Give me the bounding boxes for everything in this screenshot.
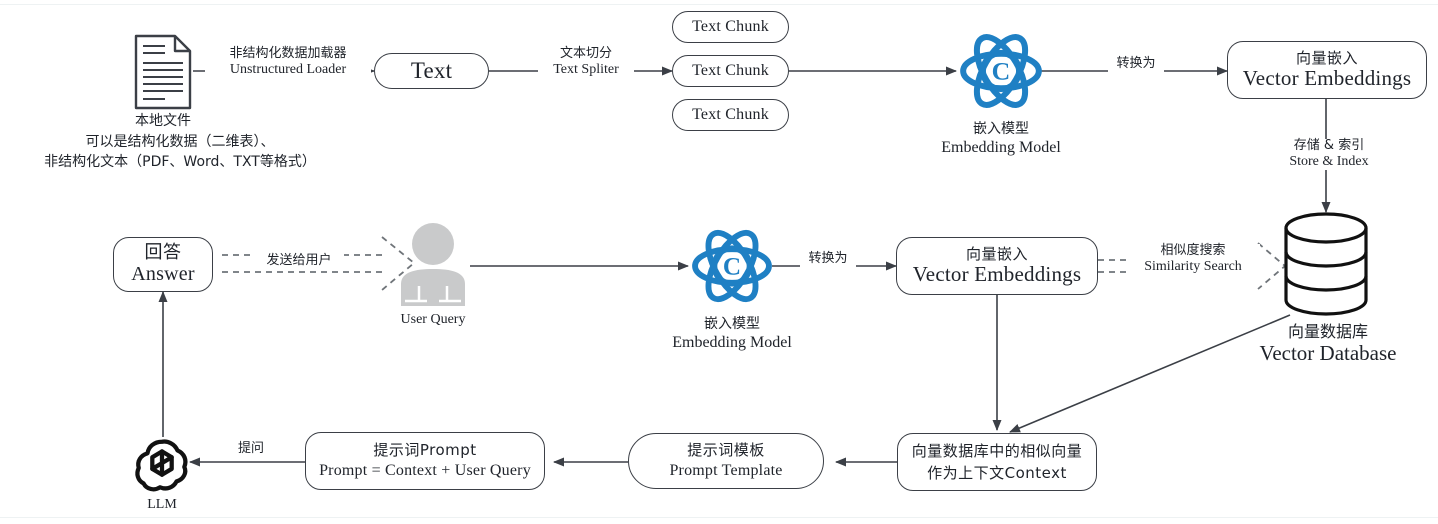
bottom-edge-divider [0,517,1438,518]
answer-node-en: Answer [131,263,195,286]
local-file-description: 可以是结构化数据（二维表）、 非结构化文本（PDF、Word、TXT等格式） [0,132,360,173]
edge-label-convert-bottom-cn: 转换为 [808,251,848,266]
openai-llm-icon [131,434,193,496]
embedding-model-top-caption-cn: 嵌入模型 [973,121,1029,137]
embedding-model-top-caption: 嵌入模型 Embedding Model [913,121,1089,157]
answer-node-cn: 回答 [144,242,182,264]
user-icon [395,222,471,306]
similar-vectors-line2: 作为上下文Context [927,463,1067,482]
edge-label-send-to-user: 发送给用户 [254,253,344,269]
atom-embedding-icon-bottom: C [690,224,774,308]
text-chunk-1-label: Text Chunk [692,18,769,36]
edge-label-ask-cn: 提问 [237,441,264,456]
edge-label-store-index-cn: 存储 & 索引 [1293,138,1365,153]
edge-label-similarity-search: 相似度搜索 Similarity Search [1126,243,1260,276]
svg-text:C: C [992,57,1011,86]
edge-label-send-to-user-cn: 发送给用户 [266,253,332,268]
prompt-template-node[interactable]: 提示词模板 Prompt Template [628,433,824,489]
prompt-node-formula: Prompt = Context + User Query [319,462,531,480]
embedding-model-bottom-caption-cn: 嵌入模型 [704,316,760,332]
text-chunk-2[interactable]: Text Chunk [672,55,789,87]
vector-embeddings-top-cn: 向量嵌入 [1295,48,1358,67]
similar-vectors-line1: 向量数据库中的相似向量 [911,441,1083,460]
edge-label-text-splitter-cn: 文本切分 [559,46,612,61]
edge-label-store-index: 存储 & 索引 Store & Index [1276,138,1382,171]
vector-embeddings-bottom[interactable]: 向量嵌入 Vector Embeddings [896,237,1098,295]
edge-label-unstructured-loader: 非结构化数据加载器 Unstructured Loader [205,46,371,79]
edge-label-unstructured-loader-en: Unstructured Loader [229,61,347,77]
vector-embeddings-top-en: Vector Embeddings [1242,65,1412,90]
edge-label-text-splitter-en: Text Spliter [553,61,619,77]
vector-database-caption: 向量数据库 Vector Database [1236,322,1420,366]
llm-caption: LLM [122,497,202,514]
similar-vectors-context-node[interactable]: 向量数据库中的相似向量 作为上下文Context [897,433,1097,491]
vector-embeddings-top[interactable]: 向量嵌入 Vector Embeddings [1227,41,1427,99]
text-chunk-2-label: Text Chunk [692,62,769,80]
document-icon [133,33,193,111]
user-query-caption-en: User Query [400,312,466,327]
prompt-template-en: Prompt Template [669,461,783,479]
text-chunk-3[interactable]: Text Chunk [672,99,789,131]
edge-label-similarity-search-cn: 相似度搜索 [1160,243,1226,258]
edge-label-store-index-en: Store & Index [1289,153,1369,169]
edge-label-convert-top: 转换为 [1108,56,1164,72]
atom-embedding-icon-top: C [958,28,1044,114]
vector-embeddings-bottom-cn: 向量嵌入 [965,244,1028,263]
vector-database-caption-cn: 向量数据库 [1287,322,1368,341]
text-node-label: Text [410,58,453,84]
text-node[interactable]: Text [374,53,489,89]
top-edge-divider [0,4,1438,5]
vector-embeddings-bottom-en: Vector Embeddings [912,261,1082,286]
edge-label-ask: 提问 [226,441,276,457]
user-query-caption: User Query [373,312,493,329]
edge-label-convert-top-cn: 转换为 [1116,56,1156,71]
embedding-model-top-caption-en: Embedding Model [941,138,1061,156]
llm-caption-en: LLM [147,497,177,512]
edge-label-similarity-search-en: Similarity Search [1144,258,1242,274]
svg-text:C: C [723,253,741,280]
local-file-caption-cn: 本地文件 [135,113,191,129]
text-chunk-3-label: Text Chunk [692,106,769,124]
database-cylinder-icon [1280,210,1372,318]
vector-database-caption-en: Vector Database [1259,341,1397,366]
edge-label-text-splitter: 文本切分 Text Spliter [538,46,634,79]
local-file-desc-line2: 非结构化文本（PDF、Word、TXT等格式） [44,154,316,171]
edge-label-convert-bottom: 转换为 [800,251,856,267]
local-file-desc-line1: 可以是结构化数据（二维表）、 [85,134,275,150]
local-file-caption: 本地文件 [83,113,243,130]
embedding-model-bottom-caption: 嵌入模型 Embedding Model [644,316,820,352]
answer-node[interactable]: 回答 Answer [113,237,213,292]
prompt-template-cn: 提示词模板 [687,441,765,460]
text-chunk-1[interactable]: Text Chunk [672,11,789,43]
prompt-node-cn: 提示词Prompt [373,440,477,459]
embedding-model-bottom-caption-en: Embedding Model [672,333,792,351]
prompt-node[interactable]: 提示词Prompt Prompt = Context + User Query [305,432,545,490]
edge-label-unstructured-loader-cn: 非结构化数据加载器 [229,46,347,61]
